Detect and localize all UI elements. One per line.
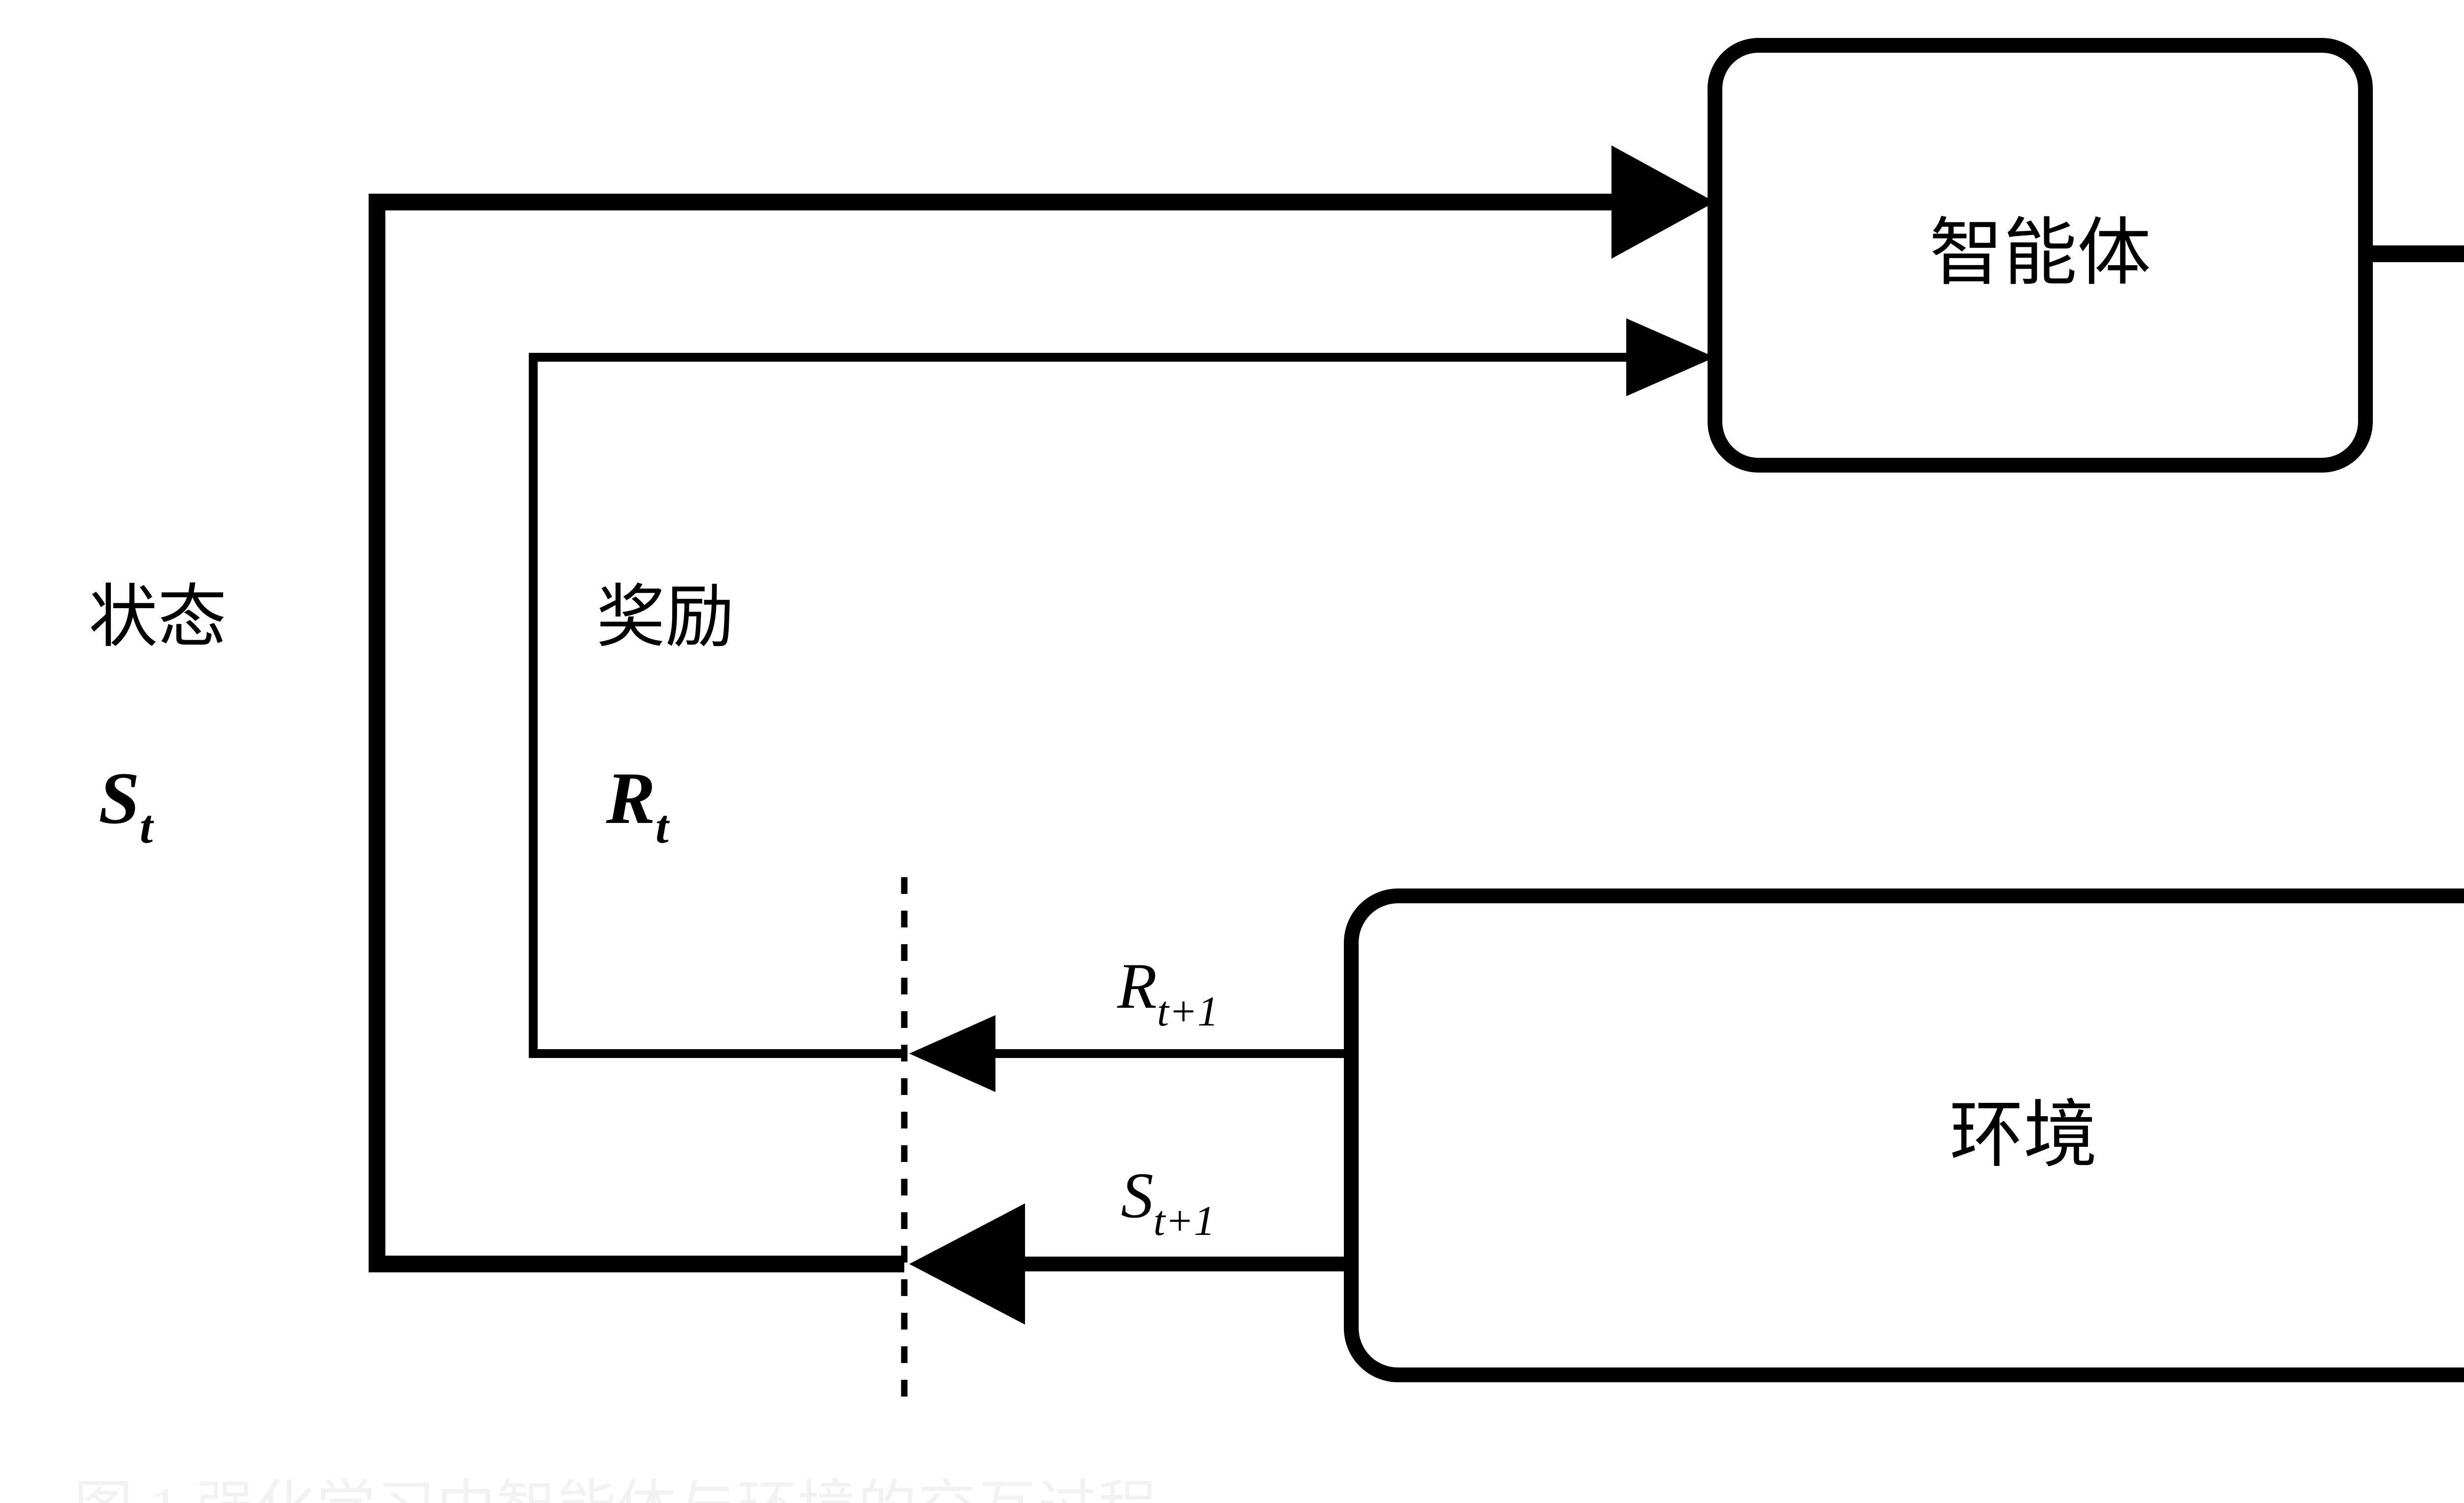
agent-box-shape	[1708, 38, 2373, 473]
next-state-arrowhead-icon	[909, 1203, 1025, 1325]
reward-symbol-base: R	[606, 757, 655, 839]
node-agent[interactable]: 智能体	[1708, 38, 2373, 473]
next-state-label: St+1	[1121, 1159, 1215, 1244]
reward-arrowhead-icon	[1626, 318, 1715, 396]
reward-label-cjk: 奖励	[596, 580, 734, 656]
label-reward: 奖励 Rt	[596, 580, 734, 853]
state-symbol-base: S	[99, 757, 139, 839]
next-reward-label: Rt+1	[1117, 950, 1219, 1035]
state-symbol: St	[99, 757, 154, 853]
reward-symbol-subscript: t	[655, 800, 670, 853]
node-environment[interactable]: 环境	[1344, 888, 2464, 1382]
state-path-line	[369, 194, 1626, 1272]
edge-environment-state-out	[909, 1203, 1350, 1325]
label-state: 状态 St	[89, 580, 227, 853]
next-reward-arrowhead-icon	[909, 1015, 995, 1092]
next-reward-label-subscript: t+1	[1157, 988, 1219, 1035]
reward-path-line	[529, 353, 1641, 1058]
environment-box-shape	[1344, 888, 2464, 1382]
state-arrowhead-icon	[1611, 145, 1715, 259]
edge-environment-reward-out	[909, 1015, 1350, 1092]
next-reward-label-base: R	[1117, 950, 1157, 1022]
state-label-cjk: 状态	[89, 580, 227, 656]
next-state-label-subscript: t+1	[1154, 1197, 1215, 1244]
edge-reward-to-agent	[529, 318, 1715, 1058]
figure-caption: 图 1 强化学习中智能体与环境的交互过程	[74, 1460, 1158, 1503]
reward-symbol: Rt	[606, 757, 670, 853]
next-state-label-base: S	[1121, 1159, 1154, 1231]
edge-state-to-agent	[369, 145, 1715, 1272]
environment-box-label: 环境	[1950, 1094, 2097, 1176]
agent-box-label: 智能体	[1929, 212, 2151, 294]
state-symbol-subscript: t	[139, 800, 154, 853]
